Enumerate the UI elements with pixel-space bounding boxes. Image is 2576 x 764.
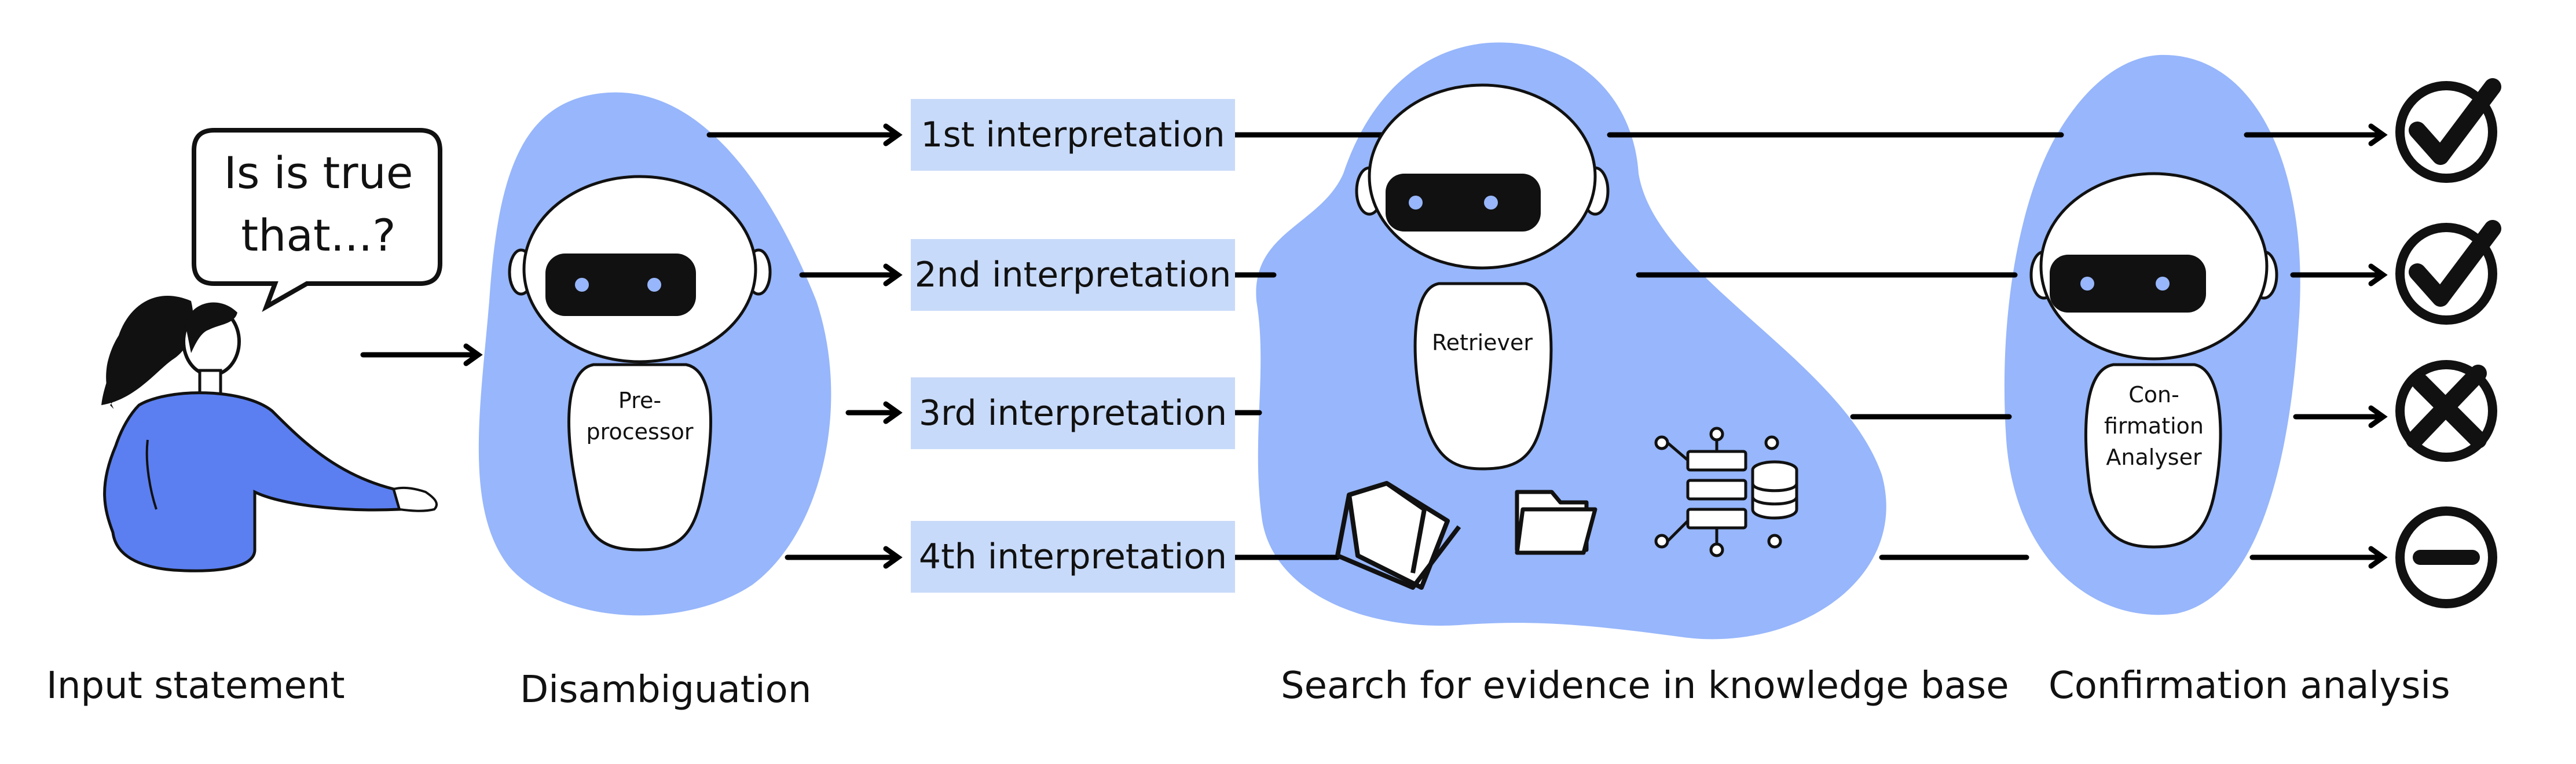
analyser-label-line-1: Con- [2128,382,2179,407]
person-illustration [101,296,438,572]
preprocessor-label-line-1: Pre- [618,388,662,413]
speech-line-1: Is is true [223,147,413,199]
speech-bubble-text: Is is true that...? [197,142,440,267]
check-circle-icon [2395,78,2501,183]
stage-label-disambiguation: Disambiguation [520,668,812,711]
book-icon [1335,481,1461,590]
stage-label-confirmation: Confirmation analysis [2049,664,2450,707]
retriever-robot [1355,83,1610,471]
analyser-label-line-3: Analyser [2106,445,2202,470]
interpretation-box-1: 1st interpretation [911,99,1235,171]
preprocessor-robot [508,175,772,552]
folder-icon [1515,490,1597,555]
analyser-label: Con- firmation Analyser [2084,379,2223,473]
retriever-label: Retriever [1413,327,1552,358]
stage-label-search: Search for evidence in knowledge base [1281,664,2009,707]
interpretation-box-4: 4th interpretation [911,521,1235,593]
preprocessor-label-line-2: processor [586,419,694,445]
speech-line-2: that...? [241,210,396,261]
analyser-robot [2029,172,2278,549]
cross-circle-icon [2395,360,2497,462]
minus-circle-icon [2395,506,2497,608]
preprocessor-label: Pre- processor [570,385,709,447]
speech-bubble [192,128,442,312]
retriever-label-line-1: Retriever [1431,330,1533,355]
interpretation-box-3: 3rd interpretation [911,377,1235,449]
interpretation-box-2: 2nd interpretation [911,239,1235,311]
analyser-label-line-2: firmation [2104,413,2204,439]
database-network-icon [1654,427,1798,557]
stage-label-input: Input statement [46,664,345,707]
check-circle-icon [2395,220,2501,325]
